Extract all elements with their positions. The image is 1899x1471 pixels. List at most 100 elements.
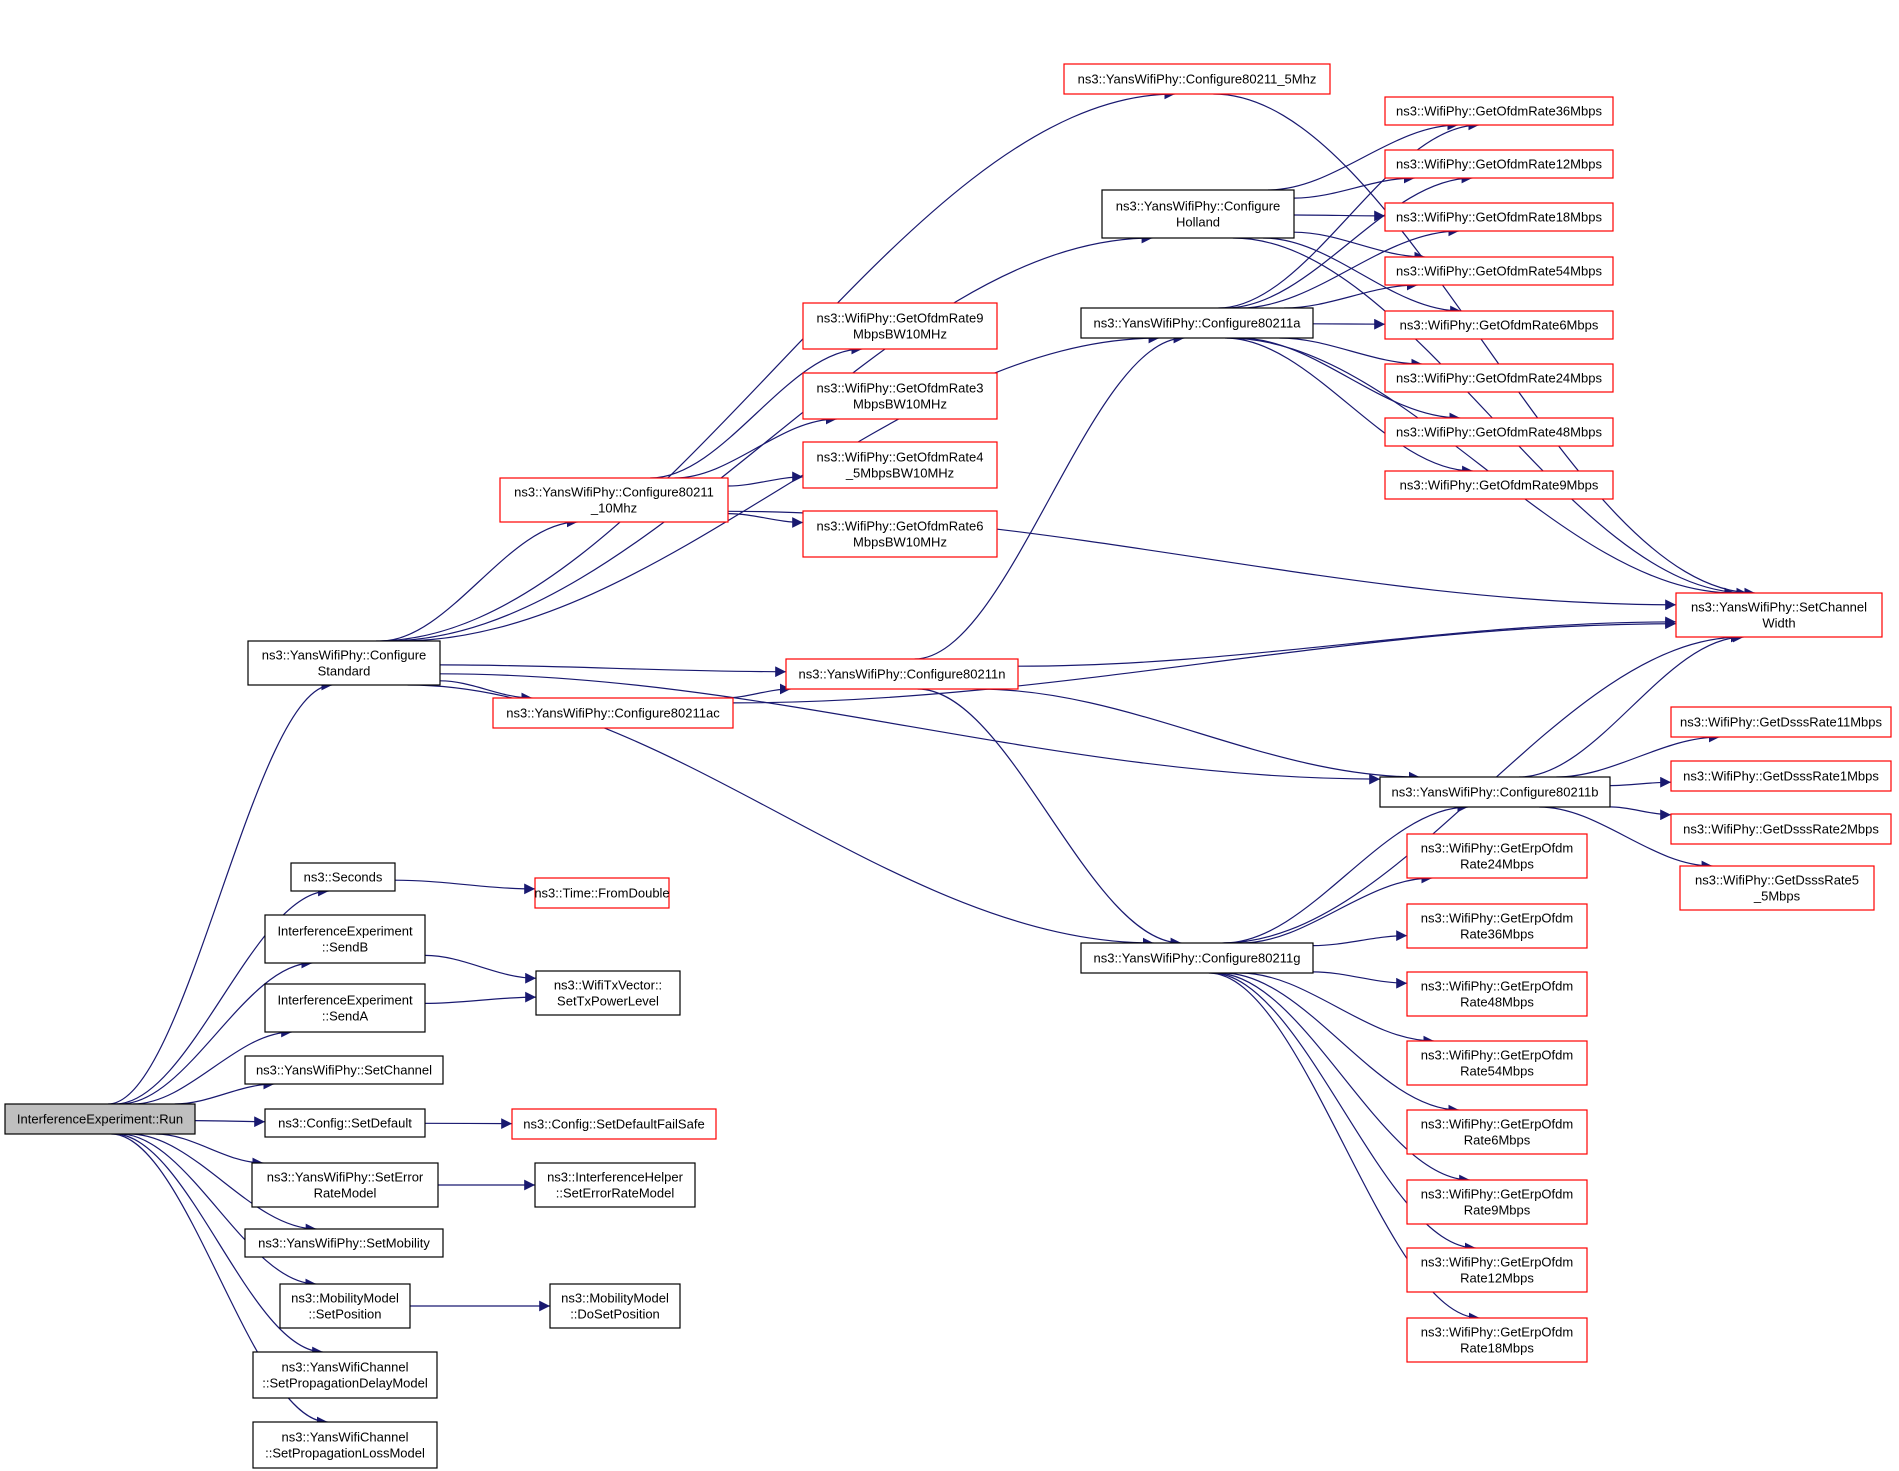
node-interferenceexperiment-senda: InterferenceExperiment::SendA	[264, 983, 426, 1033]
edge-n13-to-n27	[1293, 210, 1386, 222]
node-box	[511, 1108, 717, 1140]
node-box	[290, 862, 396, 892]
node-label: _5Mbps	[1753, 889, 1801, 904]
node-box	[1679, 865, 1875, 911]
node-ns3-interferencehelper-seterrorratemodel: ns3::InterferenceHelper::SetErrorRateMod…	[534, 1162, 696, 1208]
node-label: ns3::YansWifiChannel	[282, 1430, 409, 1445]
edge-n15-to-n34	[674, 413, 837, 479]
node-box	[1080, 942, 1314, 974]
node-label: MbpsBW10MHz	[853, 327, 947, 342]
node-label: ns3::YansWifiPhy::SetError	[267, 1170, 424, 1185]
edge-n19-to-n48	[1211, 972, 1476, 1254]
edge-n0-to-n3	[120, 957, 313, 1105]
node-box	[1406, 1247, 1588, 1293]
node-box	[1675, 592, 1883, 638]
node-ns3-mobilitymodel-setposition: ns3::MobilityModel::SetPosition	[279, 1283, 411, 1329]
node-box	[1406, 1040, 1588, 1086]
edge-n17-to-n37	[732, 618, 1677, 704]
node-box	[251, 1162, 439, 1208]
edge-n15-to-n35	[727, 471, 804, 487]
node-box	[252, 1421, 438, 1469]
edge-n14-to-n25	[1218, 119, 1480, 309]
node-label: ns3::MobilityModel	[561, 1291, 669, 1306]
node-ns3-yanswifichannel-setpropagationdelaymodel: ns3::YansWifiChannel::SetPropagationDela…	[252, 1351, 438, 1399]
node-label: ns3::WifiPhy::GetErpOfdm	[1421, 841, 1573, 856]
node-ns3-wifitxvector-settxpowerlevel: ns3::WifiTxVector::SetTxPowerLevel	[535, 970, 681, 1016]
node-label: ns3::WifiPhy::GetDsssRate2Mbps	[1683, 822, 1879, 837]
node-label: Rate9Mbps	[1464, 1203, 1531, 1218]
node-label: ns3::WifiPhy::GetDsssRate1Mbps	[1683, 769, 1879, 784]
node-box	[802, 302, 998, 350]
edge-n15-to-n36	[727, 513, 804, 528]
edge-n0-to-n11	[111, 1133, 328, 1428]
node-label: Holland	[1176, 215, 1220, 230]
node-ns3-wifiphy-getdsssrate1mbps: ns3::WifiPhy::GetDsssRate1Mbps	[1670, 760, 1892, 792]
node-ns3-wifiphy-getdsssrate11mbps: ns3::WifiPhy::GetDsssRate11Mbps	[1670, 706, 1892, 738]
edge-n13-to-n28	[1293, 231, 1426, 263]
node-label: ns3::WifiPhy::GetOfdmRate3	[817, 381, 984, 396]
node-label: ns3::WifiPhy::GetDsssRate5	[1695, 873, 1859, 888]
edge-n2-to-n20	[394, 879, 536, 895]
node-ns3-yanswifichannel-setpropagationlossmodel: ns3::YansWifiChannel::SetPropagationLoss…	[252, 1421, 438, 1469]
node-label: ns3::WifiPhy::GetOfdmRate48Mbps	[1396, 425, 1602, 440]
node-ns3-yanswifiphy-configure80211-10mhz: ns3::YansWifiPhy::Configure80211_10Mhz	[499, 477, 729, 523]
edge-n19-to-n45	[1239, 972, 1435, 1047]
node-label: Width	[1762, 616, 1795, 631]
node-label: ns3::YansWifiPhy::Configure80211g	[1094, 951, 1301, 966]
edge-n15-to-n33	[650, 343, 863, 479]
node-box	[1384, 470, 1614, 500]
node-label: ns3::WifiPhy::GetErpOfdm	[1421, 1117, 1573, 1132]
node-box	[1384, 96, 1614, 126]
node-box	[264, 914, 426, 964]
node-label: InterferenceExperiment	[277, 924, 413, 939]
node-ns3-yanswifiphy-configure80211ac: ns3::YansWifiPhy::Configure80211ac	[492, 697, 734, 729]
node-ns3-yanswifiphy-configure80211-5mhz: ns3::YansWifiPhy::Configure80211_5Mhz	[1063, 63, 1331, 95]
node-ns3-wifiphy-getofdmrate4-5mbpsbw10mhz: ns3::WifiPhy::GetOfdmRate4_5MbpsBW10MHz	[802, 441, 998, 489]
node-box	[1406, 903, 1588, 949]
node-ns3-time-fromdouble: ns3::Time::FromDouble	[534, 877, 670, 909]
node-ns3-wifiphy-getofdmrate48mbps: ns3::WifiPhy::GetOfdmRate48Mbps	[1384, 417, 1614, 447]
node-label: ns3::YansWifiPhy::Configure80211	[514, 485, 714, 500]
node-label: ns3::WifiPhy::GetErpOfdm	[1421, 1048, 1573, 1063]
edge-n16-to-n18	[977, 688, 1420, 783]
edge-n18-to-n41	[1539, 806, 1713, 872]
node-ns3-wifiphy-getofdmrate54mbps: ns3::WifiPhy::GetOfdmRate54Mbps	[1384, 256, 1614, 286]
edge-n18-to-n39	[1609, 776, 1672, 788]
node-ns3-yanswifiphy-configure80211n: ns3::YansWifiPhy::Configure80211n	[785, 658, 1019, 690]
node-box	[492, 697, 734, 729]
node-label: ns3::WifiPhy::GetErpOfdm	[1421, 911, 1573, 926]
node-ns3-config-setdefaultfailsafe: ns3::Config::SetDefaultFailSafe	[511, 1108, 717, 1140]
node-label: ns3::WifiPhy::GetOfdmRate36Mbps	[1396, 104, 1602, 119]
node-label: ns3::WifiPhy::GetErpOfdm	[1421, 1255, 1573, 1270]
node-label: ::SendA	[322, 1009, 369, 1024]
node-label: MbpsBW10MHz	[853, 535, 947, 550]
node-box	[264, 983, 426, 1033]
edge-n0-to-n8	[129, 1133, 317, 1235]
edge-n14-to-n37	[1226, 337, 1736, 599]
node-ns3-wifiphy-getofdmrate36mbps: ns3::WifiPhy::GetOfdmRate36Mbps	[1384, 96, 1614, 126]
edge-n0-to-n7	[155, 1133, 264, 1169]
edges-layer	[107, 88, 1756, 1428]
node-label: ns3::WifiPhy::GetErpOfdm	[1421, 1325, 1573, 1340]
node-label: Rate12Mbps	[1460, 1271, 1534, 1286]
node-label: ::SetErrorRateModel	[556, 1186, 675, 1201]
edge-n1-to-n16	[439, 664, 787, 678]
edge-n0-to-n10	[114, 1133, 324, 1358]
node-label: Standard	[318, 664, 371, 679]
node-label: ns3::WifiPhy::GetOfdmRate18Mbps	[1396, 210, 1602, 225]
node-label: ns3::WifiPhy::GetOfdmRate9	[817, 311, 984, 326]
edge-n1-to-n13	[385, 232, 1153, 642]
edge-n0-to-n4	[133, 1026, 293, 1105]
node-label: ns3::YansWifiPhy::SetChannel	[256, 1063, 432, 1078]
node-box	[279, 1283, 411, 1329]
edge-n0-to-n9	[119, 1133, 317, 1290]
node-label: ns3::WifiPhy::GetOfdmRate12Mbps	[1396, 157, 1602, 172]
node-label: Rate18Mbps	[1460, 1341, 1534, 1356]
node-box	[802, 441, 998, 489]
node-label: Rate36Mbps	[1460, 927, 1534, 942]
node-interferenceexperiment-sendb: InterferenceExperiment::SendB	[264, 914, 426, 964]
edge-n16-to-n14	[914, 332, 1185, 660]
